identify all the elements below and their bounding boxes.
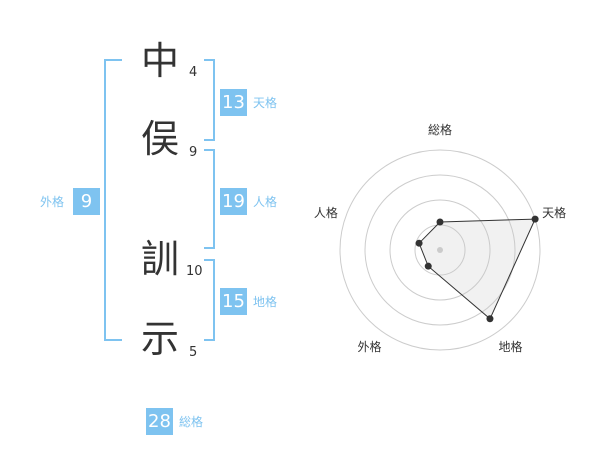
- radar-grid: [339, 149, 541, 351]
- radar-point-4: [424, 262, 432, 270]
- jinkaku-badge: 19: [220, 188, 247, 215]
- radar-point-3: [486, 315, 494, 323]
- chikaku-label: 地格: [253, 295, 278, 309]
- stroke-count-4: 5: [189, 345, 198, 360]
- radar-ring-4: [339, 149, 541, 351]
- gaikaku-badge: 9: [73, 188, 100, 215]
- tenkaku-badge: 13: [220, 89, 247, 116]
- radar-center: [437, 247, 443, 253]
- radar-point-5: [415, 239, 423, 247]
- soukaku-label: 総格: [179, 415, 204, 429]
- name-char-2: 俣: [140, 117, 179, 161]
- gaikaku-label: 外格: [40, 195, 65, 209]
- bracket-jinkaku: [204, 149, 215, 249]
- tenkaku-label: 天格: [253, 96, 278, 110]
- name-char-3: 訓: [140, 237, 179, 281]
- radar-area: [418, 218, 536, 320]
- radar-point-2: [531, 215, 539, 223]
- bracket-tenkaku: [204, 59, 215, 141]
- brackets: [104, 59, 215, 341]
- radar-axis-label-4: 外格: [357, 339, 381, 354]
- radar-axis-label-1: 総格: [428, 122, 452, 137]
- radar-ring-2: [389, 199, 491, 301]
- bracket-chikaku: [204, 259, 215, 341]
- radar-ring-3: [364, 174, 516, 326]
- jinkaku-label: 人格: [253, 195, 278, 209]
- chikaku-badge: 15: [220, 288, 247, 315]
- radar-point-1: [436, 218, 444, 226]
- soukaku-badge: 28: [146, 408, 173, 435]
- bracket-gaikaku: [104, 59, 122, 341]
- radar-points: [415, 215, 539, 323]
- name-char-4: 示: [140, 317, 179, 361]
- stroke-count-3: 10: [186, 264, 203, 279]
- stroke-count-1: 4: [189, 65, 198, 80]
- radar-axis-label-2: 天格: [542, 205, 566, 220]
- name-char-1: 中: [140, 39, 179, 83]
- radar-axis-label-3: 地格: [498, 339, 522, 354]
- radar-axis-label-5: 人格: [314, 205, 338, 220]
- stroke-count-2: 9: [189, 145, 198, 160]
